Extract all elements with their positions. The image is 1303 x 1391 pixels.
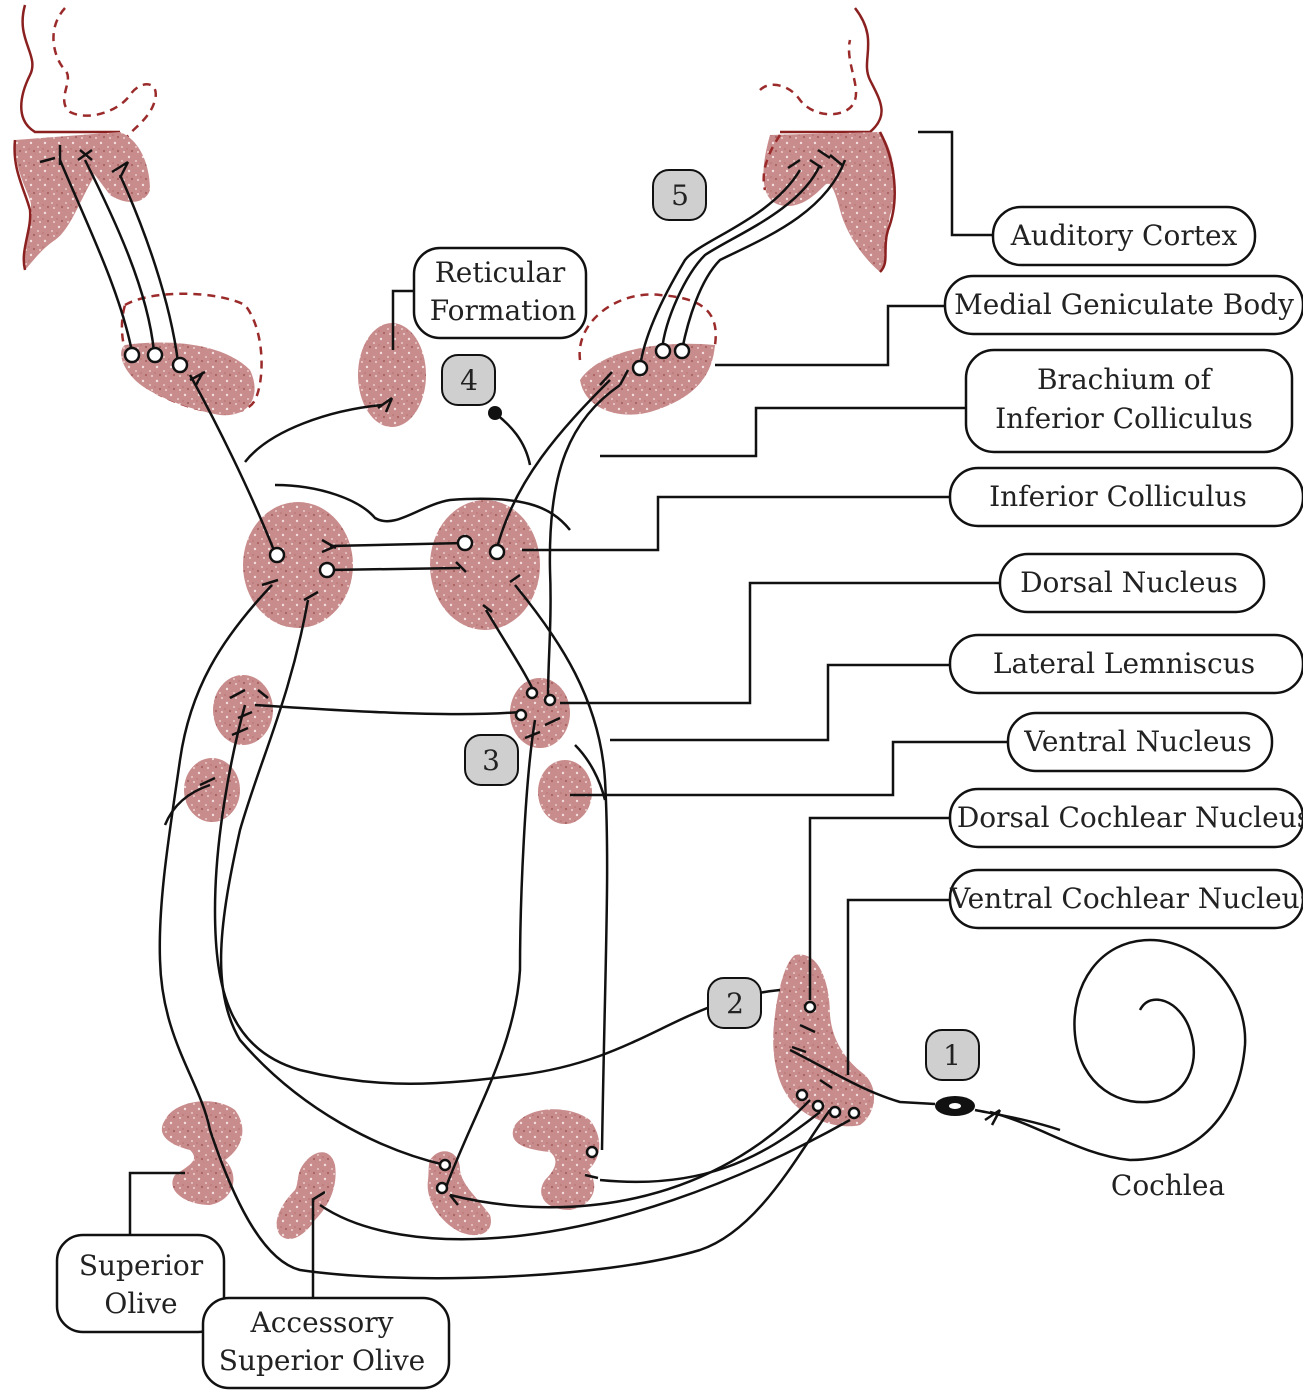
left-medial-geniculate	[121, 294, 261, 416]
left-auditory-cortex	[15, 5, 156, 270]
label-dorsal-nucleus: Dorsal Nucleus	[1000, 554, 1264, 612]
svg-text:Auditory Cortex: Auditory Cortex	[1010, 219, 1238, 252]
left-accessory-superior-olive	[277, 1152, 336, 1239]
svg-text:Olive: Olive	[104, 1287, 177, 1320]
badge-3: 3	[465, 735, 518, 785]
label-accessory-superior-olive: Accessory Superior Olive	[203, 1298, 449, 1388]
svg-text:3: 3	[482, 744, 500, 777]
svg-text:Medial Geniculate Body: Medial Geniculate Body	[954, 288, 1294, 321]
badge-4: 4	[442, 355, 495, 405]
svg-text:Superior: Superior	[79, 1249, 204, 1282]
right-superior-olive	[513, 1109, 600, 1210]
right-auditory-cortex	[760, 8, 895, 272]
left-inferior-colliculus	[243, 502, 353, 628]
label-inferior-colliculus: Inferior Colliculus	[950, 468, 1303, 526]
svg-text:Inferior Colliculus: Inferior Colliculus	[989, 480, 1247, 513]
label-auditory-cortex: Auditory Cortex	[993, 207, 1255, 265]
svg-text:1: 1	[943, 1039, 961, 1072]
label-brachium-inferior-colliculus: Brachium of Inferior Colliculus	[966, 350, 1292, 452]
label-ventral-cochlear-nucleus: Ventral Cochlear Nucleus	[949, 870, 1303, 928]
svg-text:4: 4	[460, 364, 478, 397]
svg-text:Ventral Cochlear Nucleus: Ventral Cochlear Nucleus	[949, 882, 1303, 915]
svg-text:Accessory: Accessory	[250, 1306, 394, 1339]
badge-1: 1	[926, 1030, 979, 1080]
badge-5: 5	[653, 170, 706, 220]
cochlear-nuclei	[773, 955, 874, 1127]
svg-text:Ventral Nucleus: Ventral Nucleus	[1023, 725, 1252, 758]
svg-text:Reticular: Reticular	[435, 256, 566, 289]
label-dorsal-cochlear-nucleus: Dorsal Cochlear Nucleus	[950, 789, 1303, 847]
svg-text:2: 2	[726, 987, 744, 1020]
label-reticular-formation: Reticular Formation	[414, 248, 586, 338]
svg-text:5: 5	[671, 179, 689, 212]
badge-2: 2	[708, 978, 761, 1028]
right-medial-geniculate	[580, 294, 716, 414]
right-inferior-colliculus	[430, 500, 540, 630]
label-lateral-lemniscus: Lateral Lemniscus	[950, 635, 1303, 693]
label-ventral-nucleus: Ventral Nucleus	[1008, 713, 1272, 771]
label-cochlea: Cochlea	[1111, 1169, 1225, 1202]
svg-text:Brachium of: Brachium of	[1037, 363, 1214, 396]
label-medial-geniculate-body: Medial Geniculate Body	[945, 276, 1303, 334]
svg-text:Dorsal Cochlear Nucleus: Dorsal Cochlear Nucleus	[957, 801, 1303, 834]
left-superior-olive	[162, 1101, 243, 1205]
svg-text:Superior Olive: Superior Olive	[219, 1344, 425, 1377]
svg-text:Inferior Colliculus: Inferior Colliculus	[995, 402, 1253, 435]
svg-text:Lateral Lemniscus: Lateral Lemniscus	[993, 647, 1255, 680]
badge-4-dot	[488, 406, 502, 420]
label-superior-olive: Superior Olive	[57, 1235, 224, 1332]
svg-text:Dorsal Nucleus: Dorsal Nucleus	[1020, 566, 1238, 599]
right-ventral-nucleus	[538, 760, 592, 824]
svg-text:Formation: Formation	[430, 294, 576, 327]
